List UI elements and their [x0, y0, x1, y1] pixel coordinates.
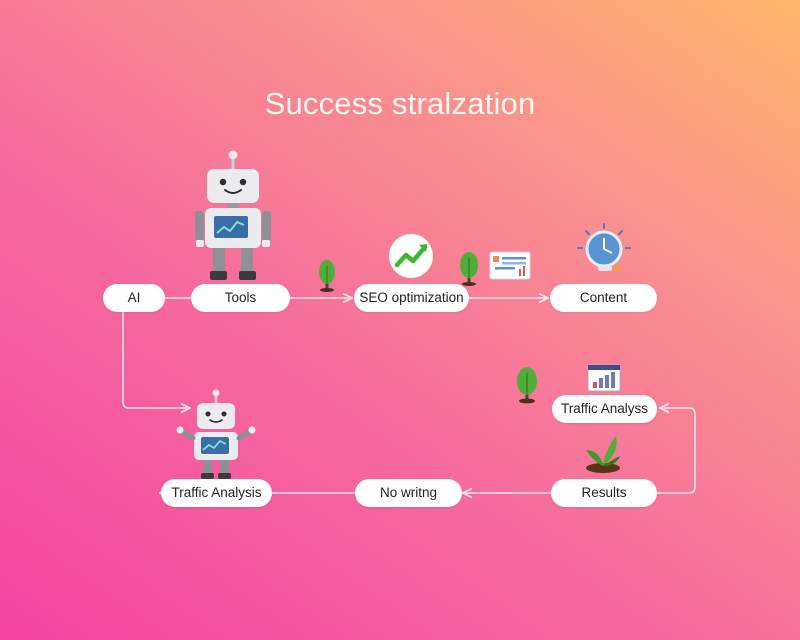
node-content: Content: [550, 284, 657, 312]
node-no-writing: No writng: [355, 479, 462, 507]
node-ai: AI: [103, 284, 165, 312]
connector-ai-down: [122, 312, 190, 408]
tree-icon: [517, 367, 537, 404]
connector-results-loop: [657, 408, 696, 494]
node-tools: Tools: [191, 284, 290, 312]
node-traffic-analysis-bottom: Traffic Analysis: [161, 479, 272, 507]
diagram-title: Success stralzation: [264, 86, 536, 121]
clock-icon: [577, 223, 631, 272]
document-chart-icon: [489, 251, 531, 280]
sprout-icon: [586, 436, 620, 473]
tree-icon: [460, 252, 478, 286]
bar-chart-icon: [587, 364, 621, 392]
growth-chart-icon: [389, 234, 433, 278]
tree-icon: [319, 260, 335, 292]
robot-small-icon: [176, 389, 256, 479]
node-results: Results: [551, 479, 657, 507]
node-seo-optimization: SEO optimization: [354, 284, 469, 312]
robot-icon: [195, 150, 271, 280]
node-traffic-analysis-top: Traffic Analyss: [552, 395, 657, 423]
